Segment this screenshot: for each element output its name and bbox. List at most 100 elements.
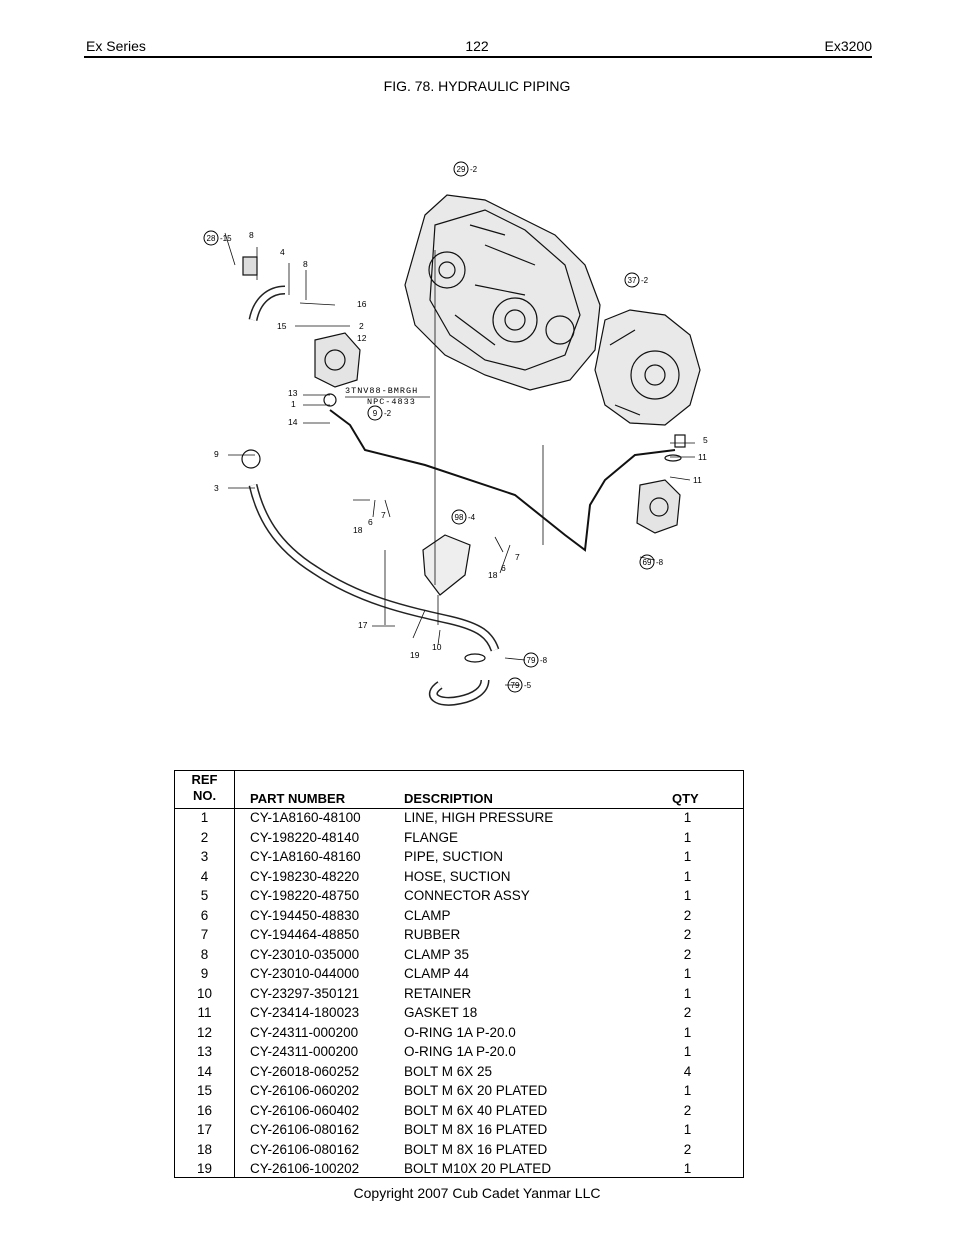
cell-qty: 1 [683,985,692,1001]
cell-qty: 1 [683,966,692,981]
label-13: 13 [288,388,298,398]
cell-part-number: CY-198220-48750 [250,888,360,903]
cell-description: LINE, HIGH PRESSURE [404,810,554,825]
auxiliary-pump [636,434,686,534]
cell-qty: 1 [683,849,692,864]
callout-69: 69 -8 [639,554,664,570]
engine-label-2: NPC-4833 [367,397,416,407]
cell-ref: 12 [196,1024,213,1040]
cell-part-number: CY-26018-060252 [250,1063,360,1079]
svg-text:-2: -2 [641,276,649,285]
cell-ref: 18 [196,1141,213,1157]
label-19: 19 [410,650,420,660]
cell-ref: 17 [196,1122,213,1137]
cell-part-number: CY-198230-48220 [250,868,360,884]
rear-housing [594,309,701,426]
cell-part-number: CY-194464-48850 [250,927,360,942]
header-divider [175,808,743,809]
label-8: 8 [303,259,308,269]
header-series: Ex Series [86,38,146,54]
cell-part-number: CY-26106-060402 [250,1102,360,1118]
cell-part-number: CY-1A8160-48100 [250,810,361,825]
cell-qty: 2 [683,1141,692,1157]
label-6: 6 [368,517,373,527]
cell-description: CLAMP [404,907,451,923]
label-5: 5 [703,435,708,445]
cell-description: BOLT M 6X 40 PLATED [404,1102,548,1118]
cell-ref: 2 [200,829,209,845]
column-header-part: PART NUMBER [250,791,346,806]
cell-qty: 1 [683,829,692,845]
cell-ref: 4 [200,868,209,884]
cell-part-number: CY-24311-000200 [250,1044,359,1059]
header-model: Ex3200 [824,38,872,54]
cell-description: CONNECTOR ASSY [404,888,530,903]
figure-title: FIG. 78. HYDRAULIC PIPING [383,78,571,94]
cell-description: PIPE, SUCTION [404,849,504,864]
cell-ref: 11 [197,1005,212,1020]
label-14: 14 [288,417,298,427]
callouts: 29 -2 37 -2 28 -15 9 -2 98 -4 69 -8 [203,161,664,693]
label-6: 6 [501,563,506,573]
cell-qty: 2 [683,946,692,962]
cell-qty: 1 [683,1024,692,1040]
label-3: 3 [214,483,219,493]
label-8: 8 [249,230,254,240]
column-divider [234,771,235,1177]
table-row: 13 CY-24311-000200 O-RING 1A P-20.0 1 [175,1043,743,1063]
cell-description: BOLT M 6X 25 [404,1063,493,1079]
callout-28: 28 -15 [203,230,232,246]
cell-description: BOLT M10X 20 PLATED [404,1161,552,1176]
cell-description: RUBBER [404,927,461,942]
cell-qty: 2 [683,927,692,942]
svg-text:29: 29 [457,165,466,174]
cell-part-number: CY-26106-060202 [250,1083,360,1098]
cell-description: FLANGE [404,829,459,845]
cell-ref: 1 [200,810,209,825]
cell-description: O-RING 1A P-20.0 [404,1044,516,1059]
cell-ref: 9 [200,966,209,981]
leader-lines [224,232,695,686]
cell-qty: 1 [683,1044,692,1059]
cell-description: CLAMP 35 [404,946,470,962]
cell-qty: 1 [683,810,692,825]
label-11: 11 [693,475,702,485]
svg-text:79: 79 [527,656,536,665]
column-header-qty: QTY [672,791,699,806]
label-17: 17 [358,620,368,630]
label-12: 12 [357,333,367,343]
cell-description: GASKET 18 [404,1005,478,1020]
cell-ref: 10 [196,985,213,1001]
cell-part-number: CY-23414-180023 [250,1005,360,1020]
hydraulic-piping-diagram: 3TNV88-BMRGH NPC-4833 29 -2 37 -2 28 -15… [203,161,708,706]
cell-part-number: CY-23010-044000 [250,966,360,981]
cell-description: HOSE, SUCTION [404,868,511,884]
cell-description: BOLT M 6X 20 PLATED [404,1083,548,1098]
cell-part-number: CY-1A8160-48160 [250,849,361,864]
cell-description: CLAMP 44 [404,966,470,981]
cell-qty: 1 [683,1083,692,1098]
svg-text:9: 9 [373,409,378,418]
cell-qty: 2 [683,907,692,923]
cell-description: RETAINER [404,985,472,1001]
svg-text:-8: -8 [540,656,548,665]
table-row: 9 CY-23010-044000 CLAMP 44 1 [175,965,743,985]
label-4: 4 [280,247,285,257]
cell-ref: 13 [196,1044,213,1059]
cell-part-number: CY-198220-48140 [250,829,360,845]
lower-hose [429,653,490,706]
cell-qty: 4 [683,1063,692,1079]
cell-ref: 6 [200,907,209,923]
